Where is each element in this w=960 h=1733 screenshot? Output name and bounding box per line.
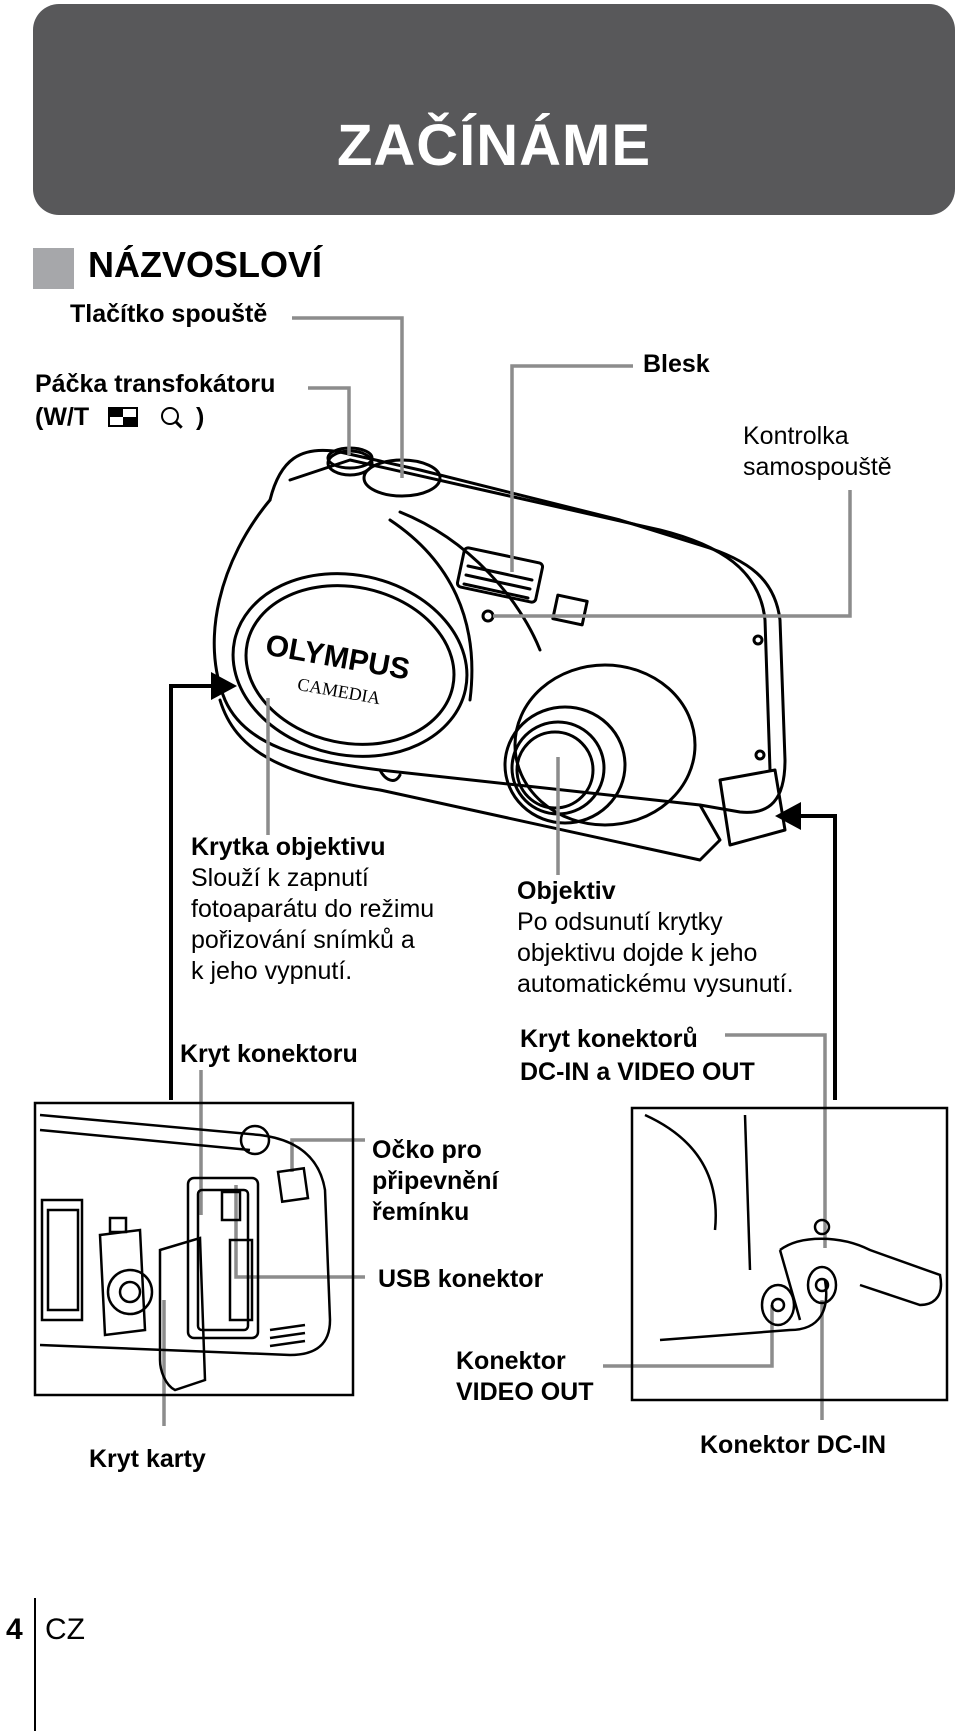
lens-cover-block: Krytka objektivu Slouží k zapnutí fotoap… (191, 832, 434, 987)
arrow-head-left (211, 672, 237, 700)
camera-connector-drawing (644, 1113, 943, 1342)
label-zoom-lever: Páčka transfokátoru (35, 370, 276, 398)
label-selftimer-2: samospouště (743, 453, 892, 481)
zoom-prefix: (W/T (35, 403, 90, 431)
zoom-suffix: ) (196, 403, 205, 431)
lens-cover-desc-4: k jeho vypnutí. (191, 957, 353, 985)
lens-cover-desc-2: fotoaparátu do režimu (191, 895, 435, 923)
page-number: 4 (6, 1613, 23, 1646)
label-strap-eyelet: Očko pro připevnění řemínku (372, 1135, 498, 1228)
label-dcin-video-cover-1: Kryt konektorů (520, 1025, 698, 1053)
label-connector-cover: Kryt konektoru (180, 1040, 358, 1068)
label-video-out-2: VIDEO OUT (456, 1378, 594, 1406)
label-card-cover: Kryt karty (89, 1445, 206, 1473)
camera-side-drawing (39, 1113, 332, 1392)
label-dcin-video-cover-2: DC-IN a VIDEO OUT (520, 1058, 755, 1086)
footer-divider (34, 1598, 36, 1731)
grid-icon (108, 407, 139, 427)
lens-desc-2: objektivu dojde k jeho (517, 939, 758, 967)
label-shutter-button: Tlačítko spouště (70, 300, 268, 328)
page-title: ZAČÍNÁME (336, 113, 652, 178)
lens-desc-3: automatickému vysunutí. (517, 970, 794, 998)
label-lens-cover: Krytka objektivu (191, 833, 386, 861)
inset-left-frame (33, 1101, 355, 1397)
camera-logo: OLYMPUS CAMEDIA (263, 629, 412, 708)
label-lens: Objektiv (517, 877, 616, 905)
magnifier-icon (161, 407, 183, 429)
language-code: CZ (45, 1613, 85, 1646)
inset-right-frame (630, 1106, 949, 1402)
lens-cover-desc-1: Slouží k zapnutí (191, 864, 369, 892)
section-marker (33, 248, 74, 289)
strap-eyelet-line-1: Očko pro (372, 1136, 482, 1164)
label-flash: Blesk (643, 350, 710, 378)
arrow-head-right (775, 802, 801, 830)
lens-block: Objektiv Po odsunutí krytky objektivu do… (517, 876, 794, 1000)
view-arrows (169, 684, 837, 1100)
label-zoom-lever-keys: (W/T ) (35, 402, 204, 433)
label-usb-connector: USB konektor (378, 1265, 544, 1293)
label-dcin-connector: Konektor DC-IN (700, 1431, 887, 1459)
strap-eyelet-line-2: připevnění (372, 1167, 499, 1195)
label-selftimer-1: Kontrolka (743, 422, 849, 450)
lens-desc-1: Po odsunutí krytky (517, 908, 723, 936)
lens-cover-desc-3: pořizování snímků a (191, 926, 415, 954)
header-banner: ZAČÍNÁME (33, 4, 955, 215)
olympus-logo-text: OLYMPUS (263, 629, 412, 687)
label-video-out-1: Konektor (456, 1347, 566, 1375)
leader-lines (162, 316, 852, 1426)
section-title: NÁZVOSLOVÍ (88, 244, 323, 285)
strap-eyelet-line-3: řemínku (372, 1198, 470, 1226)
